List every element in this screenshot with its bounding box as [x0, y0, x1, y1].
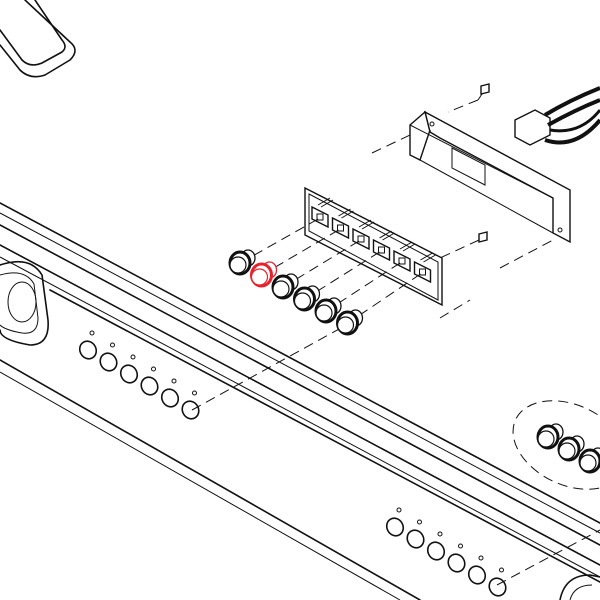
front-panel-holes-right — [385, 507, 507, 597]
screw-top — [447, 83, 490, 113]
screw-bottom — [439, 231, 488, 259]
knob — [578, 447, 600, 474]
knob — [271, 273, 299, 300]
panel-hole — [140, 366, 159, 396]
detail-callout — [512, 400, 600, 490]
ribbon-cable-connector — [514, 86, 600, 146]
panel-hole — [181, 390, 200, 420]
panel-hole — [78, 330, 98, 360]
knob — [536, 423, 564, 450]
knob — [228, 249, 256, 276]
knob — [336, 309, 364, 336]
highlighted-knob — [250, 261, 278, 288]
right-speaker-oval — [559, 574, 600, 600]
knob — [557, 435, 585, 462]
panel-hole — [385, 507, 405, 537]
panel-hole — [160, 378, 180, 408]
handle-part — [0, 0, 76, 78]
panel-hole — [119, 354, 139, 384]
panel-hole — [488, 567, 507, 597]
mounting-bracket — [371, 110, 571, 319]
knob-set — [228, 249, 364, 336]
chassis-front-bar — [0, 202, 600, 600]
panel-hole — [467, 555, 487, 585]
panel-hole — [447, 543, 466, 573]
panel-hole — [426, 531, 446, 561]
knob — [293, 285, 321, 312]
switch-circuit-board — [241, 186, 443, 323]
knob — [314, 297, 342, 324]
panel-hole — [99, 342, 118, 372]
panel-hole — [406, 519, 425, 549]
left-speaker-oval — [0, 260, 49, 346]
front-panel-holes-left — [78, 330, 200, 420]
